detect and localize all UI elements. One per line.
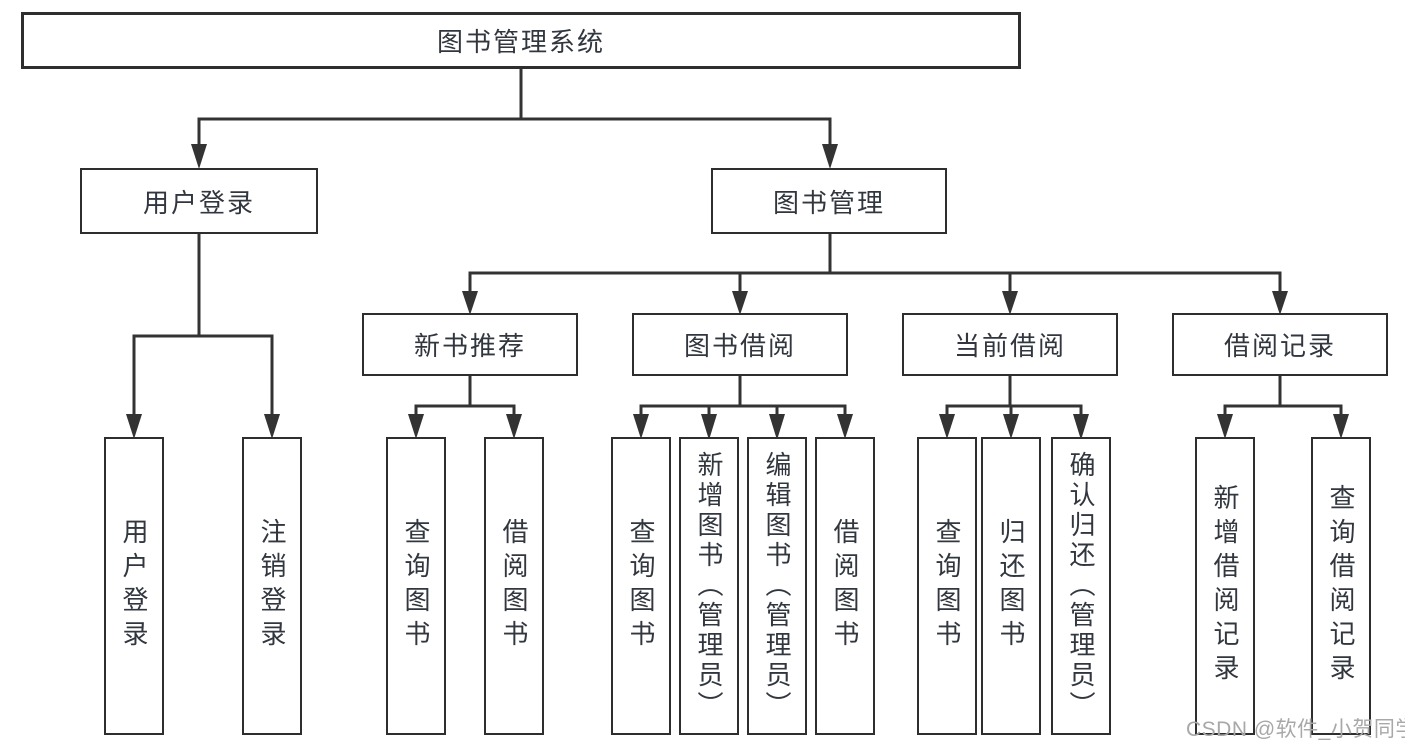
arrow-icon <box>462 291 478 315</box>
arrow-icon <box>1272 291 1288 315</box>
arrow-icon <box>264 414 280 439</box>
node-user-login: 用户登录 <box>80 168 318 234</box>
arrow-icon <box>191 144 207 169</box>
node-label: 查询图书 <box>932 518 962 654</box>
connector-login <box>132 233 274 416</box>
connector-records <box>1223 374 1343 416</box>
arrow-icon <box>506 414 522 439</box>
arrow-icon <box>1333 414 1349 439</box>
csdn-watermark: CSDN @软件_小贺同学 <box>1186 718 1405 741</box>
leaf-query-books: 查询图书 <box>917 437 977 735</box>
arrow-icon <box>1003 414 1019 439</box>
node-borrow-records: 借阅记录 <box>1172 313 1388 376</box>
leaf-add-books-admin: 新增图书（管理员） <box>679 437 739 735</box>
arrow-icon <box>732 291 748 315</box>
arrow-icon <box>1073 414 1089 440</box>
arrowheads <box>126 144 1349 440</box>
arrow-icon <box>408 414 424 439</box>
node-new-book-recommend: 新书推荐 <box>362 313 578 376</box>
arrow-icon <box>126 414 142 439</box>
leaf-add-borrow-record: 新增借阅记录 <box>1195 437 1255 735</box>
node-label: 新增借阅记录 <box>1210 484 1240 688</box>
node-label: 图书管理 <box>772 187 885 218</box>
node-label: 查询借阅记录 <box>1326 484 1356 688</box>
leaf-query-books: 查询图书 <box>611 437 671 735</box>
arrow-icon <box>701 414 717 440</box>
node-label: 查询图书 <box>626 518 656 654</box>
arrow-icon <box>1217 414 1233 439</box>
leaf-user-login: 用户登录 <box>104 437 164 735</box>
leaf-borrow-books: 借阅图书 <box>484 437 544 735</box>
node-label: 图书借阅 <box>683 331 796 361</box>
node-label: 借阅图书 <box>830 518 860 654</box>
node-book-management: 图书管理 <box>711 168 947 234</box>
arrow-icon <box>939 414 955 439</box>
node-book-borrow: 图书借阅 <box>632 313 848 376</box>
node-label: 借阅图书 <box>499 518 529 654</box>
node-label: 当前借阅 <box>953 331 1066 361</box>
arrow-icon <box>769 414 785 440</box>
connector-recommend <box>414 374 516 416</box>
node-label: 确认归还（管理员） <box>1066 451 1096 721</box>
arrow-icon <box>1002 291 1018 315</box>
connector-current <box>945 374 1083 416</box>
node-current-borrow: 当前借阅 <box>902 313 1118 376</box>
leaf-query-borrow-record: 查询借阅记录 <box>1311 437 1371 735</box>
node-library-system: 图书管理系统 <box>21 12 1021 69</box>
node-label: 归还图书 <box>996 518 1026 654</box>
node-label: 图书管理系统 <box>436 27 605 57</box>
connector-bookmgmt <box>468 233 1282 292</box>
node-label: 新书推荐 <box>413 331 526 361</box>
leaf-query-books: 查询图书 <box>386 437 446 735</box>
leaf-confirm-return-admin: 确认归还（管理员） <box>1051 437 1111 735</box>
leaf-borrow-books: 借阅图书 <box>815 437 875 735</box>
node-label: 借阅记录 <box>1223 331 1336 361</box>
leaf-logout: 注销登录 <box>242 437 302 735</box>
arrow-icon <box>633 414 649 439</box>
node-label: 用户登录 <box>119 518 149 654</box>
leaf-edit-books-admin: 编辑图书（管理员） <box>747 437 807 735</box>
leaf-return-books: 归还图书 <box>981 437 1041 735</box>
node-label: 新增图书（管理员） <box>694 451 724 721</box>
node-label: 注销登录 <box>257 518 287 654</box>
arrow-icon <box>837 414 853 439</box>
connector-borrow <box>639 374 847 416</box>
node-label: 编辑图书（管理员） <box>762 451 792 721</box>
node-label: 用户登录 <box>142 187 255 218</box>
arrow-icon <box>822 144 838 169</box>
node-label: 查询图书 <box>401 518 431 654</box>
connector-root <box>197 67 832 146</box>
